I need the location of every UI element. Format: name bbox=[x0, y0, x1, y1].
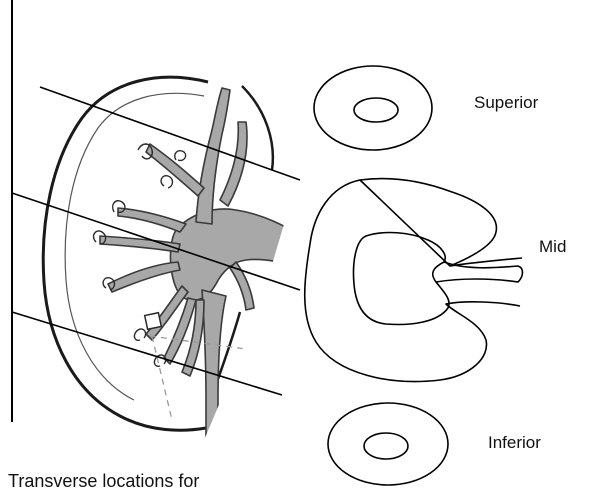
square-marker bbox=[145, 313, 162, 330]
superior-label: Superior bbox=[474, 94, 538, 111]
superior-cross-section-icon bbox=[314, 66, 432, 150]
figure-caption: Transverse locations for bbox=[8, 472, 199, 490]
collecting-system bbox=[100, 88, 300, 440]
inferior-label: Inferior bbox=[488, 434, 541, 451]
mid-label: Mid bbox=[539, 238, 566, 255]
mid-cross-section-icon bbox=[305, 179, 523, 382]
inferior-cross-section-icon bbox=[328, 403, 448, 485]
kidney-sketch-icon bbox=[43, 77, 300, 440]
